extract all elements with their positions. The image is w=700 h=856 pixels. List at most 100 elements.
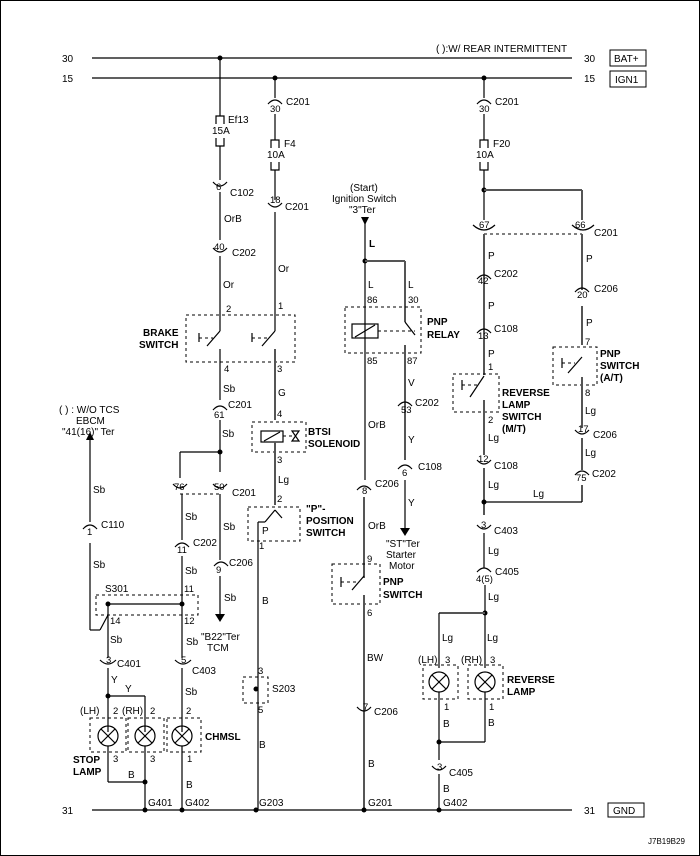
svg-text:REVERSE: REVERSE	[507, 675, 555, 686]
arrow-to-starter	[400, 528, 410, 536]
svg-text:14: 14	[110, 616, 121, 627]
svg-text:3: 3	[113, 754, 118, 765]
svg-text:Ignition Switch: Ignition Switch	[332, 194, 396, 205]
svg-text:L: L	[369, 239, 375, 250]
connector-c201-18	[267, 202, 283, 208]
svg-text:Sb: Sb	[185, 512, 198, 523]
arrow-to-tcm	[215, 614, 225, 622]
svg-text:SOLENOID: SOLENOID	[308, 439, 360, 450]
bus-bat-label: BAT+	[614, 54, 639, 65]
svg-text:Sb: Sb	[93, 485, 106, 496]
svg-text:C202: C202	[193, 538, 217, 549]
svg-text:C108: C108	[494, 461, 518, 472]
svg-text:C403: C403	[494, 526, 518, 537]
svg-text:Sb: Sb	[222, 429, 235, 440]
svg-text:P: P	[488, 349, 495, 360]
connector-c108-6	[397, 464, 413, 470]
svg-text:(LH): (LH)	[418, 655, 437, 666]
svg-text:C405: C405	[495, 567, 519, 578]
connector-c201-30a	[267, 99, 283, 105]
svg-text:Or: Or	[278, 264, 290, 275]
fuse-ef13-top	[215, 115, 225, 124]
svg-text:F20: F20	[493, 139, 511, 150]
svg-text:STOP: STOP	[73, 755, 100, 766]
btsi-branch: 4 BTSI SOLENOID 3 Lg 2 P 1 "P"- POSITION…	[242, 409, 360, 813]
bus-gnd: 31 31 GND	[62, 802, 645, 818]
svg-text:"P"-: "P"-	[306, 504, 325, 515]
connector-c201-76	[172, 483, 188, 489]
svg-text:C102: C102	[230, 188, 254, 199]
svg-text:9: 9	[367, 554, 372, 565]
svg-text:7: 7	[363, 702, 368, 713]
svg-text:6: 6	[367, 608, 372, 619]
bus-bat-num-right: 30	[584, 54, 596, 65]
svg-text:3: 3	[490, 655, 495, 666]
svg-text:C201: C201	[228, 400, 252, 411]
svg-text:42: 42	[478, 276, 489, 287]
svg-text:C108: C108	[418, 462, 442, 473]
note-rear-intermittent: ( ):W/ REAR INTERMITTENT	[436, 44, 567, 55]
svg-text:5: 5	[258, 705, 263, 716]
svg-text:12: 12	[478, 454, 489, 465]
arrow-to-ebcm	[86, 432, 94, 440]
svg-text:Lg: Lg	[585, 406, 596, 417]
svg-text:2: 2	[150, 706, 155, 717]
svg-text:4: 4	[224, 364, 229, 375]
bus-gnd-num-left: 31	[62, 806, 74, 817]
svg-text:3: 3	[481, 520, 486, 531]
svg-text:87: 87	[407, 356, 418, 367]
svg-text:Lg: Lg	[488, 433, 499, 444]
svg-text:(A/T): (A/T)	[600, 373, 623, 384]
svg-text:3: 3	[445, 655, 450, 666]
connector-c201-67	[472, 224, 496, 231]
svg-text:Sb: Sb	[223, 384, 236, 395]
svg-text:P: P	[262, 526, 269, 537]
svg-text:86: 86	[367, 295, 378, 306]
svg-text:6: 6	[216, 182, 221, 193]
svg-text:SWITCH: SWITCH	[306, 528, 345, 539]
svg-text:Or: Or	[223, 280, 235, 291]
svg-text:10A: 10A	[267, 150, 285, 161]
svg-text:PNP: PNP	[427, 317, 448, 328]
pnp-branch: (Start) Ignition Switch "3"Ter L L L 86 …	[331, 183, 460, 813]
svg-text:B: B	[259, 740, 266, 751]
svg-text:C201: C201	[495, 97, 519, 108]
stop-lamps: 3 C401 Y Y 5 C403 Sb (LH) 2 (RH) 2 2	[73, 655, 241, 813]
connector-c202-75	[574, 470, 590, 476]
svg-text:C403: C403	[192, 666, 216, 677]
svg-text:B: B	[262, 596, 269, 607]
connector-c201-61	[212, 405, 228, 411]
svg-text:Sb: Sb	[93, 560, 106, 571]
svg-text:11: 11	[177, 545, 187, 556]
svg-text:EBCM: EBCM	[76, 416, 105, 427]
bus-ign-num-left: 15	[62, 74, 74, 85]
svg-text:30: 30	[270, 104, 281, 115]
svg-text:10A: 10A	[476, 150, 494, 161]
svg-text:C206: C206	[229, 558, 253, 569]
connector-c201-50	[212, 483, 228, 489]
connector-c202-42	[476, 274, 492, 280]
svg-text:61: 61	[214, 410, 225, 421]
bus-gnd-label: GND	[613, 806, 635, 817]
svg-text:(LH): (LH)	[80, 706, 99, 717]
svg-text:1: 1	[259, 541, 264, 552]
svg-text:7: 7	[585, 337, 590, 348]
svg-text:G: G	[278, 388, 286, 399]
connector-c202-11	[174, 542, 190, 548]
svg-text:B: B	[488, 718, 495, 729]
connector-c405-4	[476, 567, 492, 573]
bus-ign-num-right: 15	[584, 74, 596, 85]
svg-text:Lg: Lg	[488, 546, 499, 557]
svg-text:5: 5	[181, 655, 186, 666]
svg-text:V: V	[408, 378, 415, 389]
svg-text:C202: C202	[494, 269, 518, 280]
svg-text:P: P	[488, 251, 495, 262]
connector-c405-3	[431, 765, 447, 771]
svg-text:1: 1	[488, 362, 493, 373]
connector-c110	[82, 524, 98, 530]
svg-text:11: 11	[184, 584, 194, 595]
svg-text:40: 40	[214, 242, 225, 253]
svg-text:8: 8	[362, 486, 367, 497]
svg-text:Y: Y	[111, 675, 118, 686]
svg-text:8: 8	[585, 388, 590, 399]
